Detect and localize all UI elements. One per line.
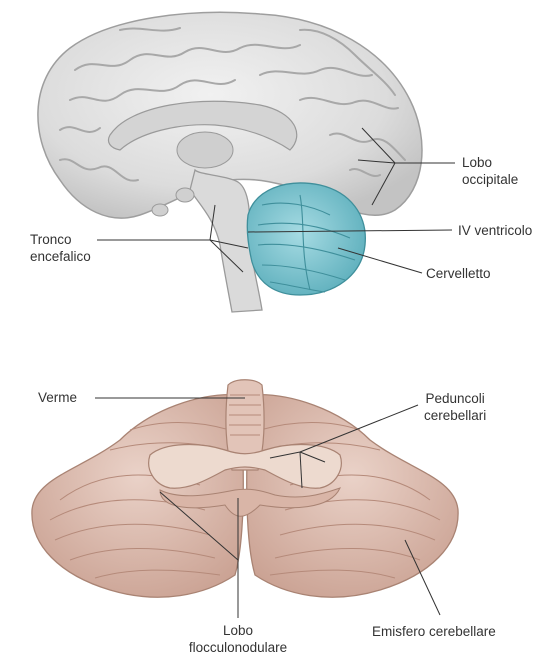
sagittal-brain (38, 12, 455, 312)
label-lobo-occipitale: Lobo occipitale (462, 154, 518, 188)
label-peduncoli-line1: Peduncoli (424, 390, 486, 407)
label-verme: Verme (38, 389, 77, 406)
label-lobo-occipitale-line1: Lobo (462, 154, 518, 171)
label-tronco-encefalico-line2: encefalico (30, 248, 91, 265)
label-tronco-encefalico-line1: Tronco (30, 231, 91, 248)
label-emisfero-cerebellare: Emisfero cerebellare (372, 623, 496, 640)
label-lobo-flocculonodulare-line1: Lobo (178, 622, 298, 639)
thalamus (177, 132, 233, 168)
label-peduncoli-line2: cerebellari (424, 407, 486, 424)
label-iv-ventricolo: IV ventricolo (458, 222, 532, 239)
label-lobo-flocculonodulare-line2: flocculonodulare (178, 639, 298, 656)
label-lobo-flocculonodulare: Lobo flocculonodulare (178, 622, 298, 656)
label-peduncoli-cerebellari: Peduncoli cerebellari (424, 390, 486, 424)
label-cervelletto: Cervelletto (426, 265, 491, 282)
label-lobo-occipitale-line2: occipitale (462, 171, 518, 188)
cerebellum-sagittal (247, 183, 365, 295)
cerebellum-anterior (32, 380, 458, 618)
label-tronco-encefalico: Tronco encefalico (30, 231, 91, 265)
